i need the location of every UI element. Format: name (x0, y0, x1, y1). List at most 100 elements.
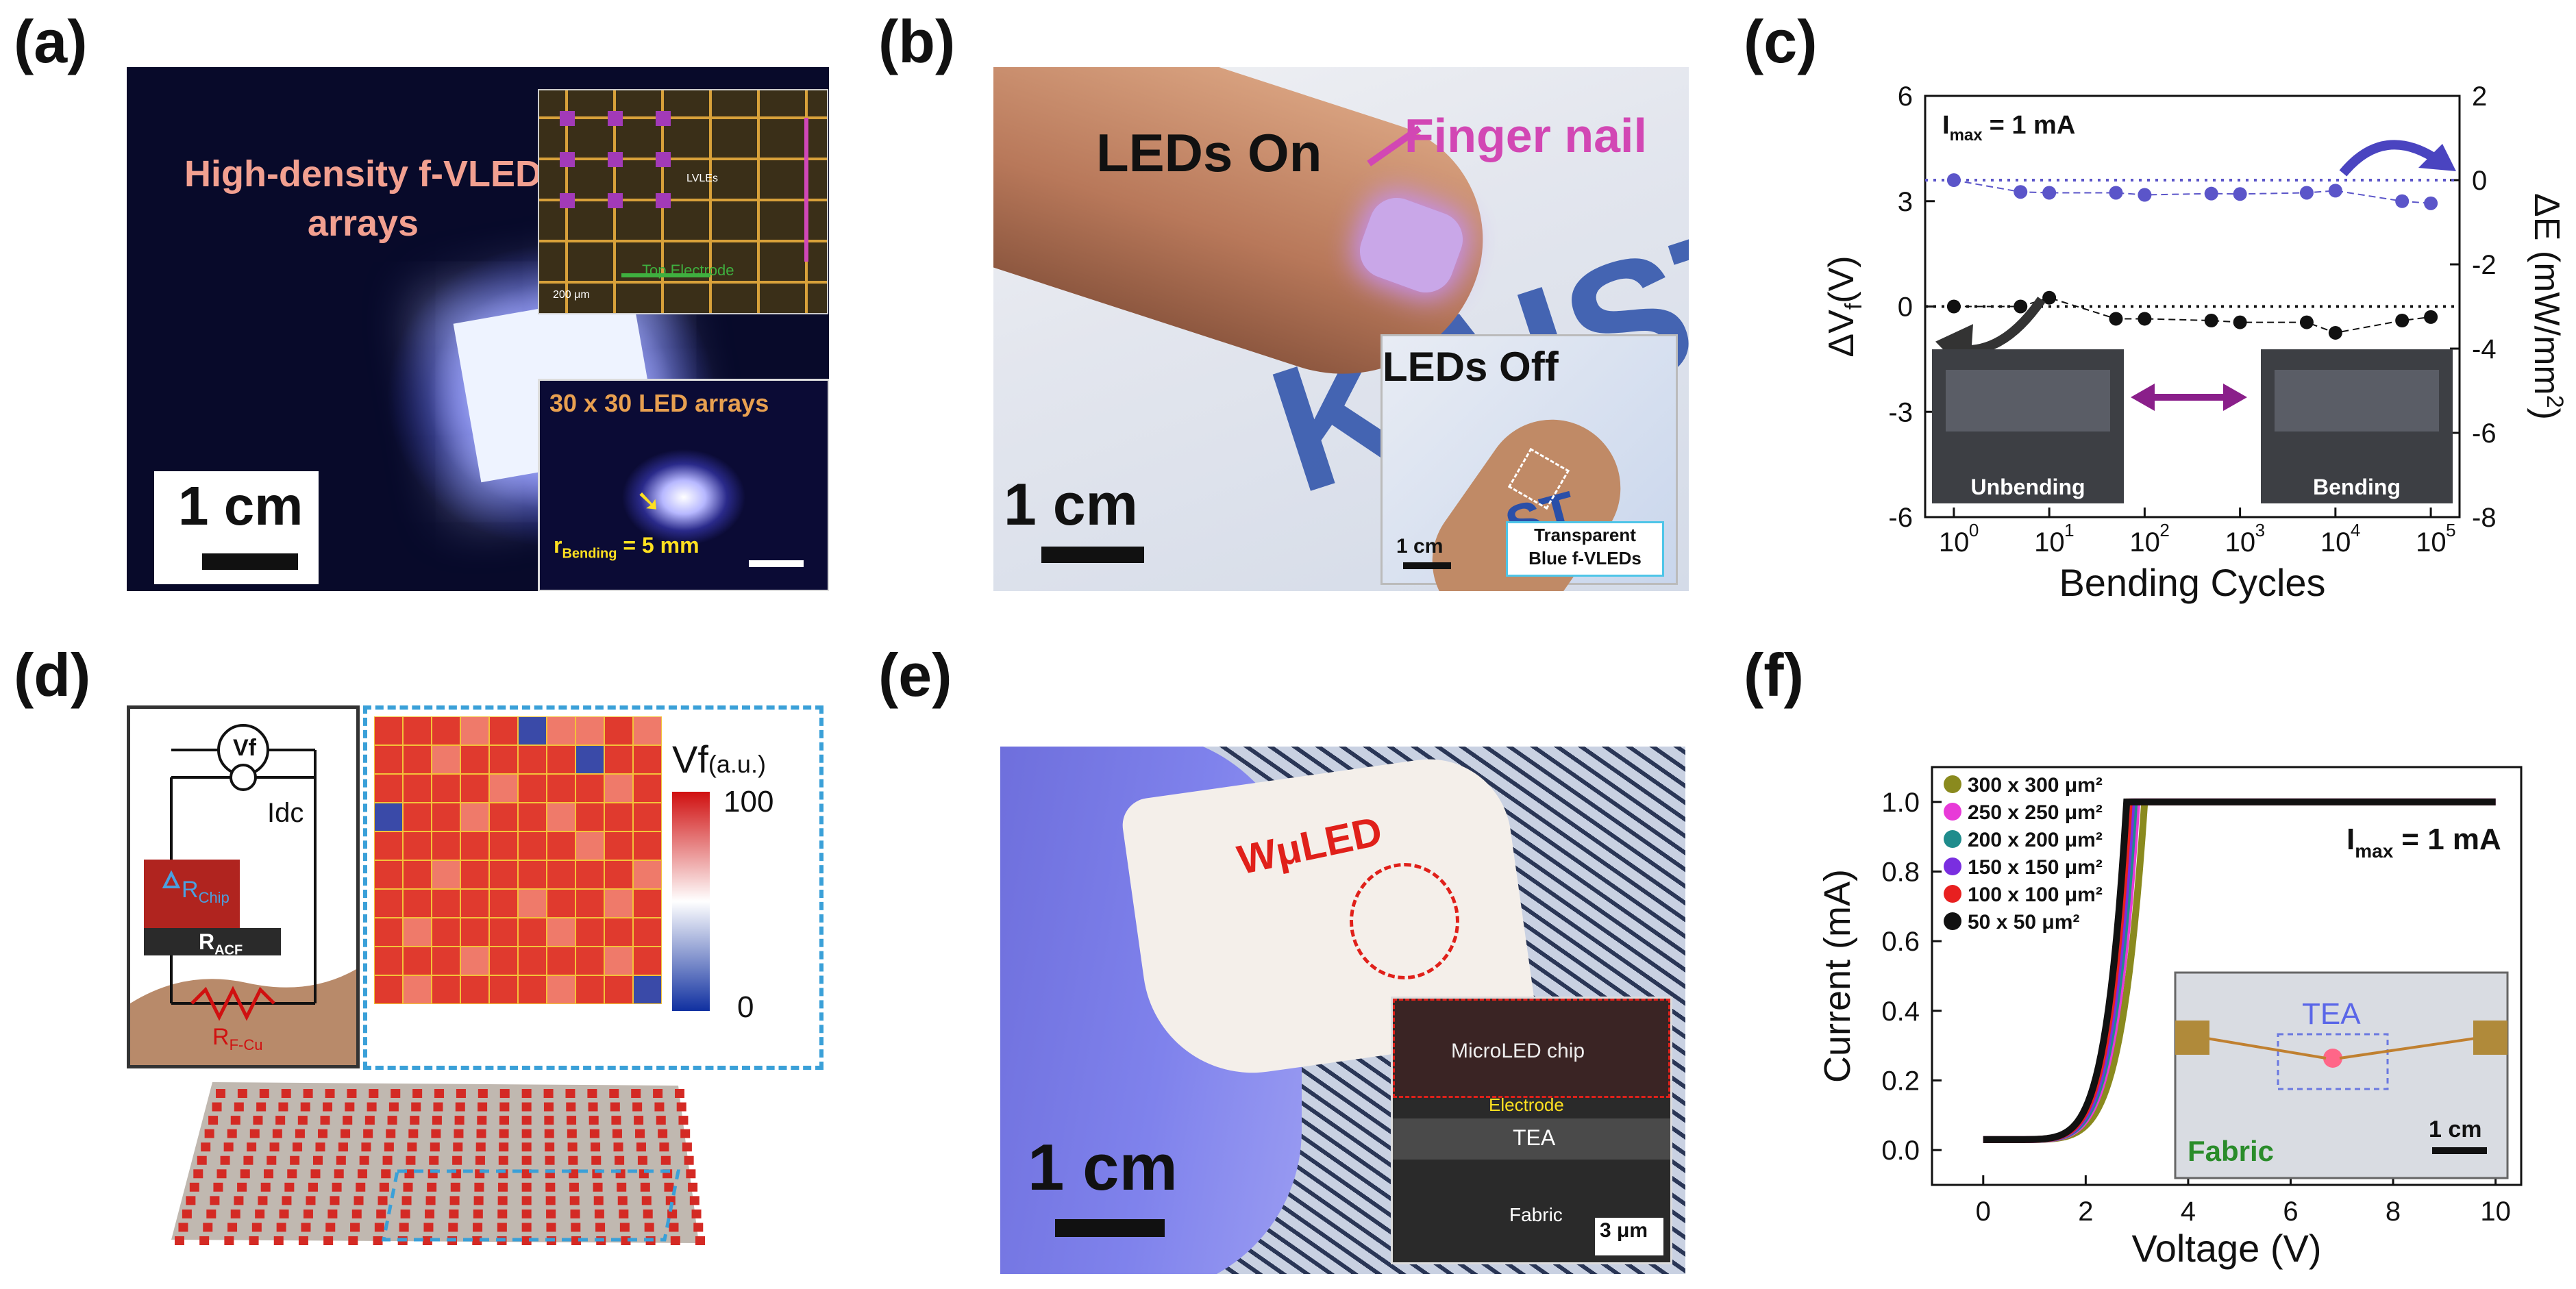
data-point (2395, 194, 2410, 208)
vf-heatmap (374, 716, 662, 1004)
inset-photo-detail (2275, 370, 2439, 431)
led-dot (570, 1209, 580, 1218)
sem-chip-label: MicroLED chip (1451, 1040, 1585, 1062)
led-dot (478, 1102, 488, 1112)
led-dot (251, 1223, 262, 1232)
panel-b-photo: KAIST LEDs On Finger nail ST LEDs Off 1 … (993, 67, 1689, 591)
led-dot (430, 1142, 440, 1152)
led-dot (293, 1142, 303, 1152)
led-dot (659, 1142, 669, 1152)
led-dot (609, 1089, 619, 1098)
heatmap-cell (575, 860, 605, 890)
imax-sub: max (1950, 126, 1983, 145)
led-dot (589, 1129, 599, 1138)
led-dot (325, 1223, 336, 1232)
leds-on-label: LEDs On (1096, 123, 1322, 183)
led-dot (593, 1182, 603, 1192)
led-dot (473, 1209, 483, 1218)
y-tick-label: 0.2 (1881, 1066, 1920, 1097)
imax-value: = 1 mA (2401, 823, 2501, 856)
y-left-tick-label: -6 (1888, 503, 1913, 533)
x-tick-label: 10 (2320, 527, 2351, 558)
led-dot (643, 1209, 653, 1218)
heatmap-cell (517, 773, 547, 803)
led-dot (411, 1102, 421, 1112)
y-right-tick-label: 0 (2472, 166, 2487, 196)
led-dot (230, 1116, 240, 1125)
circuit-racf: RACF (199, 929, 243, 958)
heatmap-cell (604, 888, 634, 918)
led-dot (593, 1196, 604, 1205)
heatmap-cell (460, 773, 490, 803)
heatmap-cell (575, 716, 605, 746)
led-dot (667, 1209, 678, 1218)
led-dot (476, 1129, 486, 1138)
led-dot (425, 1209, 435, 1218)
led-dot (612, 1129, 622, 1138)
data-point (2328, 325, 2342, 340)
led-dot (631, 1089, 641, 1098)
heatmap-cell (460, 946, 490, 976)
led-dot (357, 1169, 367, 1179)
inset-a-electrode-label: Top Electrode (642, 262, 734, 279)
data-point (2014, 185, 2028, 199)
led-dot (410, 1116, 420, 1125)
led-dot (675, 1089, 684, 1098)
finger-nail-label: Finger nail (1404, 109, 1647, 162)
x-tick-exponent: 0 (1969, 520, 1979, 540)
y-tick-label: 0.0 (1881, 1136, 1920, 1166)
led-dot (521, 1089, 532, 1098)
led-dot (691, 1209, 702, 1218)
heatmap-cell (575, 773, 605, 803)
inset-tea-label: TEA (2302, 997, 2361, 1031)
panel-a-scalebox: 1 cm (154, 471, 319, 584)
inset-b-scale-text: 1 cm (1396, 535, 1444, 558)
led-dot (545, 1142, 555, 1152)
led-dot (369, 1089, 379, 1098)
led-dot (340, 1129, 351, 1138)
heatmap-cell (517, 860, 547, 890)
heatmap-cell (488, 802, 519, 832)
led-dot (499, 1142, 509, 1152)
led-dot (617, 1182, 627, 1192)
heatmap-cell (604, 831, 634, 861)
led-dot (382, 1155, 393, 1165)
legend-label: 100 x 100 μm² (1968, 884, 2103, 906)
heatmap-cell (517, 946, 547, 976)
led-dot (408, 1129, 419, 1138)
panel-a-scale-text: 1 cm (178, 475, 304, 536)
heatmap-cell (431, 744, 461, 775)
heatmap-cell (575, 946, 605, 976)
led-dot (224, 1236, 234, 1245)
led-dot (278, 1102, 288, 1112)
inset-label: Unbending (1970, 475, 2085, 499)
data-point (2299, 315, 2314, 329)
x-tick-exponent: 4 (2351, 520, 2360, 540)
led-dot (521, 1116, 532, 1125)
led-dot (334, 1169, 344, 1179)
led-dot (543, 1102, 554, 1112)
data-point (2109, 312, 2123, 326)
heatmap-cell (374, 716, 404, 746)
electrode-grid-svg (539, 90, 827, 313)
led-dot (384, 1142, 394, 1152)
x-tick-label: 6 (2283, 1197, 2298, 1227)
heatmap-cell (402, 860, 432, 890)
heatmap-cell (546, 860, 576, 890)
circuit-idc: Idc (267, 798, 304, 828)
led-dot (595, 1223, 606, 1232)
heatmap-cell (460, 917, 490, 947)
led-dot (521, 1209, 532, 1218)
data-point (2204, 314, 2218, 327)
heatmap-cell (402, 831, 432, 861)
led-dot (545, 1155, 555, 1165)
led-dot (497, 1196, 508, 1205)
led-dot (688, 1182, 698, 1192)
heatmap-cell (402, 917, 432, 947)
heatmap-cell (402, 975, 432, 1004)
led-dot (269, 1142, 280, 1152)
led-dot (345, 1102, 355, 1112)
panel-d-circuit: Vf Idc RChip RACF RF-Cu (127, 705, 360, 1068)
panel-label-c: (c) (1744, 8, 1818, 75)
